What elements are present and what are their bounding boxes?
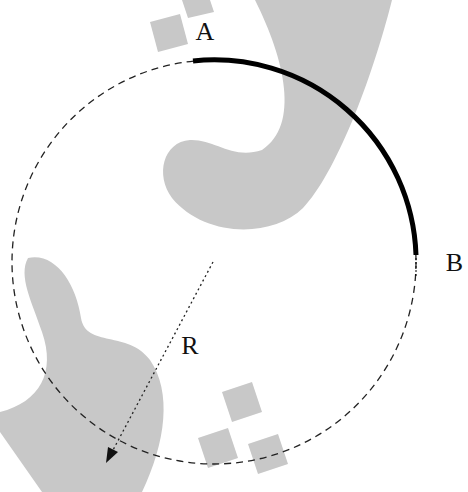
radius-line xyxy=(112,262,213,452)
radius-arrowhead xyxy=(106,447,118,463)
tick xyxy=(416,258,417,276)
dashed-circle xyxy=(12,60,416,464)
point-label: A xyxy=(194,18,217,46)
watermark-shapes xyxy=(0,0,392,492)
thick-arc xyxy=(193,60,416,255)
radius-label: R xyxy=(179,332,200,360)
point-label: B xyxy=(444,249,465,277)
